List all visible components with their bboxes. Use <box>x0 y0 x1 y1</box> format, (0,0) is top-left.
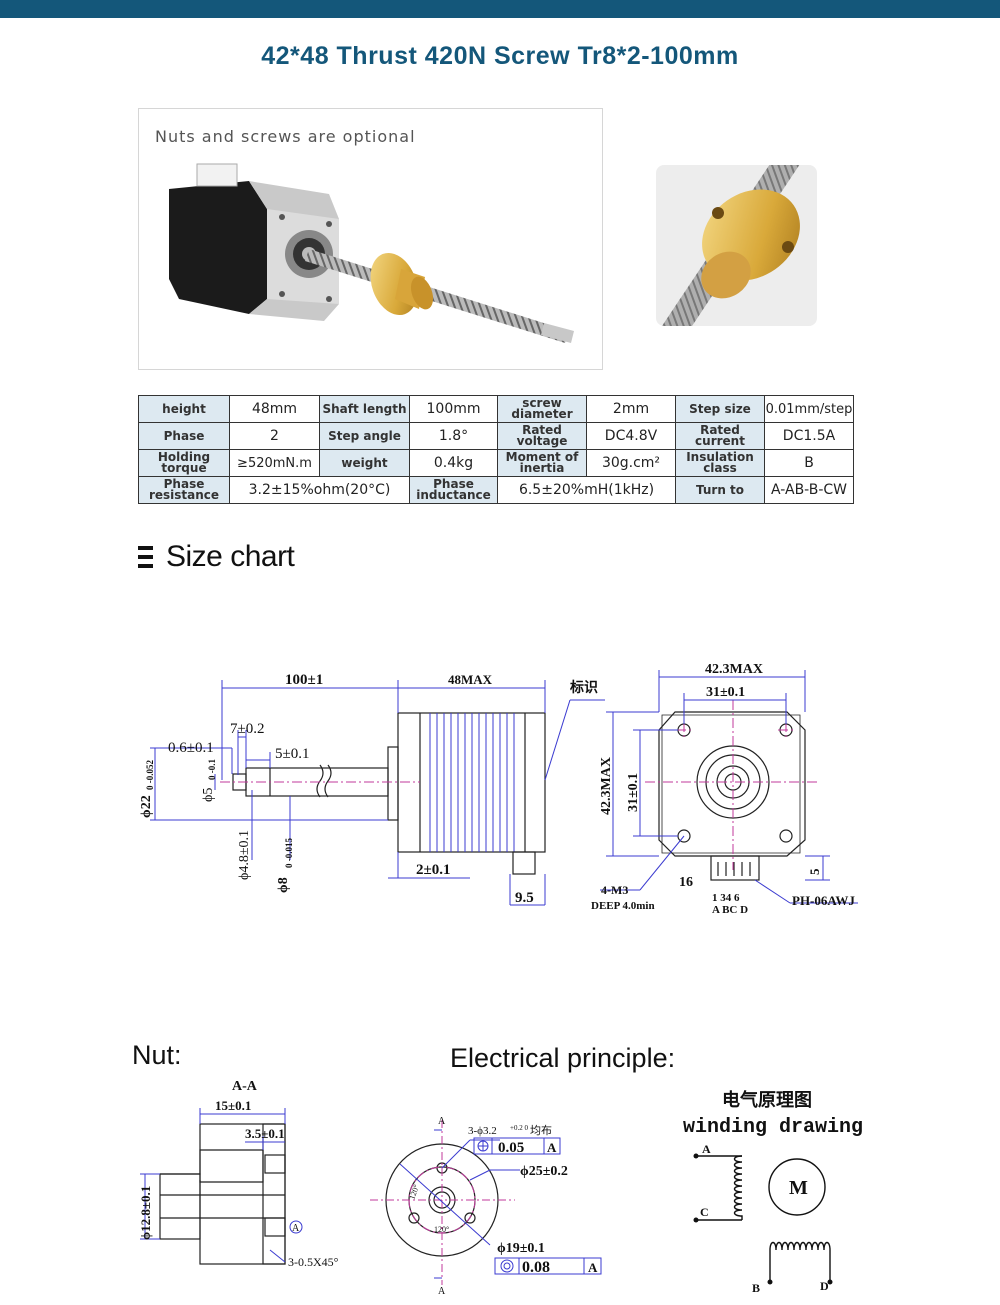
dim-phi8: ϕ8 <box>276 877 291 893</box>
nut-angle-2: 120° <box>434 1225 449 1234</box>
dim-phi22-tol: 0 -0.052 <box>145 760 155 790</box>
page-title: 42*48 Thrust 420N Screw Tr8*2-100mm <box>261 42 739 70</box>
nut-photo <box>656 165 817 326</box>
spec-label: Step angle <box>319 422 410 450</box>
dim-phi8-tol: 0 -0.015 <box>284 838 294 868</box>
dim-width-31: 31±0.1 <box>706 685 745 700</box>
spec-label: height <box>138 395 230 423</box>
top-bar <box>0 0 1000 18</box>
spec-label: Phase inductance <box>409 476 498 504</box>
dim-16: 16 <box>679 875 693 890</box>
dim-deep: DEEP 4.0min <box>591 900 655 912</box>
spec-label: Phase resistance <box>138 476 230 504</box>
terminal-b: B <box>752 1281 760 1295</box>
brass-nut-image <box>662 165 800 326</box>
dim-phi22: ϕ22 <box>139 795 154 818</box>
nut-phi19: ϕ19±0.1 <box>497 1241 545 1256</box>
dim-7: 7±0.2 <box>230 721 264 737</box>
winding-title-en: winding drawing <box>683 1116 863 1139</box>
nut-tol-2: 0.08 <box>522 1259 550 1276</box>
spec-label: Rated voltage <box>497 422 587 450</box>
spec-label: Holding torque <box>138 449 230 477</box>
spec-value: 2 <box>229 422 320 450</box>
stepper-motor-image <box>169 163 574 343</box>
pin-letters: A BC D <box>712 904 748 916</box>
dim-phi4-8: ϕ4.8±0.1 <box>237 830 252 880</box>
nut-section-label: A-A <box>232 1079 258 1094</box>
nut-angle-1: 120° <box>407 1183 421 1200</box>
dim-body-length: 48MAX <box>448 672 493 687</box>
spec-label: Rated current <box>675 422 765 450</box>
nut-dim-phi12-8: ϕ12.8±0.1 <box>138 1186 153 1240</box>
nut-datum-a-2: A <box>588 1260 598 1275</box>
photo-caption: Nuts and screws are optional <box>155 127 416 146</box>
dim-5b: 5 <box>807 868 822 875</box>
dim-06: 0.6±0.1 <box>168 740 214 756</box>
spec-value: 0.01mm/step <box>764 395 854 423</box>
spec-label: Turn to <box>675 476 765 504</box>
spec-label: Step size <box>675 395 765 423</box>
spec-value: 3.2±15%ohm(20°C) <box>229 476 410 504</box>
nut-ref-a: A <box>292 1223 300 1234</box>
spec-value: 0.4kg <box>409 449 498 477</box>
nut-holes: 3-ϕ3.2 <box>468 1125 497 1137</box>
table-row: Phase 2 Step angle 1.8° Rated voltage DC… <box>138 422 854 450</box>
terminal-d: D <box>820 1279 829 1293</box>
spec-label: Phase <box>138 422 230 450</box>
table-row: Phase resistance 3.2±15%ohm(20°C) Phase … <box>138 476 854 504</box>
terminal-c: C <box>700 1205 709 1219</box>
spec-value: 30g.cm² <box>586 449 676 477</box>
nut-ref-a-top: A <box>438 1116 446 1127</box>
spec-value: DC1.5A <box>764 422 854 450</box>
nut-datum-a-1: A <box>547 1140 557 1155</box>
table-row: height 48mm Shaft length 100mm screw dia… <box>138 395 854 423</box>
spec-label: Shaft length <box>319 395 410 423</box>
spec-label: Moment of inertia <box>497 449 587 477</box>
table-row: Holding torque ≥520mN.m weight 0.4kg Mom… <box>138 449 854 477</box>
spec-label: screw diameter <box>497 395 587 423</box>
dim-height-31: 31±0.1 <box>626 773 641 812</box>
nut-dim-15: 15±0.1 <box>215 1098 251 1113</box>
terminal-a: A <box>702 1142 711 1156</box>
spec-label: weight <box>319 449 410 477</box>
spec-value: 100mm <box>409 395 498 423</box>
dim-5: 5±0.1 <box>275 746 309 762</box>
size-chart-heading: Size chart <box>138 540 295 574</box>
nut-phi25: ϕ25±0.2 <box>520 1164 568 1179</box>
dim-2: 2±0.1 <box>416 862 450 878</box>
menu-bars-icon <box>138 546 153 568</box>
dim-mark: 标识 <box>569 679 598 696</box>
dim-shaft-length: 100±1 <box>285 672 323 688</box>
nut-holes-even: 均布 <box>530 1124 552 1137</box>
connector-label: PH-06AWJ <box>792 893 855 908</box>
winding-title-cn: 电气原理图 <box>722 1089 812 1110</box>
nut-ref-a-bottom: A <box>438 1286 446 1297</box>
dim-height-423: 42.3MAX <box>599 757 614 815</box>
electrical-heading: Electrical principle: <box>450 1043 676 1073</box>
dim-phi5: ϕ5 <box>201 788 216 802</box>
nut-holes-tol: +0.2 0 <box>510 1124 528 1132</box>
section-title: Size chart <box>166 540 295 573</box>
spec-value: 6.5±20%mH(1kHz) <box>497 476 676 504</box>
dim-m3: 4-M3 <box>601 883 628 897</box>
spec-table: height 48mm Shaft length 100mm screw dia… <box>138 395 854 504</box>
spec-value: 48mm <box>229 395 320 423</box>
spec-value: DC4.8V <box>586 422 676 450</box>
nut-dim-3-5: 3.5±0.1 <box>245 1126 285 1141</box>
motor-symbol: M <box>789 1177 808 1199</box>
nut-chamfer: 3-0.5X45° <box>288 1255 339 1269</box>
dim-phi5-tol: 0 -0.1 <box>207 759 217 780</box>
motor-photo: Nuts and screws are optional <box>138 108 603 370</box>
dim-9-5: 9.5 <box>515 890 534 906</box>
dim-width-423: 42.3MAX <box>705 662 763 677</box>
spec-value: A-AB-B-CW <box>764 476 854 504</box>
nut-tol-1: 0.05 <box>498 1140 524 1156</box>
pin-numbers: 1 34 6 <box>712 892 740 904</box>
nut-heading: Nut: <box>132 1040 182 1070</box>
